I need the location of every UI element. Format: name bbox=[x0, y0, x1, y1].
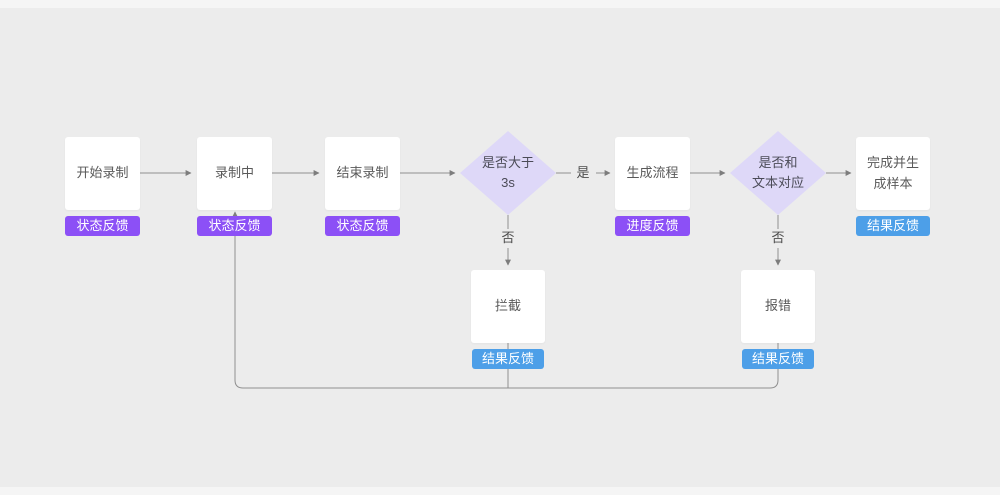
edge-feedback-loop bbox=[232, 211, 779, 389]
edge-label-no-duration: 否 bbox=[501, 230, 515, 245]
badge-status-feedback-end: 状态反馈 bbox=[325, 216, 400, 236]
node-error-label: 报错 bbox=[764, 298, 791, 314]
badge-result-feedback-error: 结果反馈 bbox=[742, 349, 814, 369]
node-recording-label: 录制中 bbox=[214, 165, 254, 181]
badge-status-feedback-recording: 状态反馈 bbox=[197, 216, 272, 236]
node-error: 报错 bbox=[741, 270, 815, 343]
node-end-recording: 结束录制 bbox=[325, 137, 400, 210]
node-recording: 录制中 bbox=[197, 137, 272, 210]
node-intercept: 拦截 bbox=[471, 270, 545, 343]
node-generate-process-label: 生成流程 bbox=[626, 165, 679, 181]
decision-duration-label: 是否大于 3s bbox=[481, 154, 534, 190]
node-start-recording: 开始录制 bbox=[65, 137, 140, 210]
node-start-recording-label: 开始录制 bbox=[76, 165, 129, 181]
edge-label-yes: 是 bbox=[576, 165, 590, 180]
badge-status-feedback-start: 状态反馈 bbox=[65, 216, 140, 236]
decision-text-match-label: 是否和 文本对应 bbox=[751, 154, 804, 190]
node-end-recording-label: 结束录制 bbox=[336, 165, 389, 181]
node-generate-process: 生成流程 bbox=[615, 137, 690, 210]
page-edge-bottom bbox=[0, 487, 1000, 495]
node-complete-sample: 完成并生成样本 bbox=[856, 137, 930, 210]
badge-result-feedback-intercept: 结果反馈 bbox=[472, 349, 544, 369]
badge-progress-feedback: 进度反馈 bbox=[615, 216, 690, 236]
node-complete-sample-label: 完成并生成样本 bbox=[866, 155, 919, 191]
page-edge-top bbox=[0, 0, 1000, 8]
badge-result-feedback-complete: 结果反馈 bbox=[856, 216, 930, 236]
diamond-duration-shape bbox=[460, 131, 556, 215]
node-intercept-label: 拦截 bbox=[494, 298, 521, 314]
diamond-text-shape bbox=[730, 131, 826, 215]
edge-label-no-text: 否 bbox=[771, 230, 785, 245]
